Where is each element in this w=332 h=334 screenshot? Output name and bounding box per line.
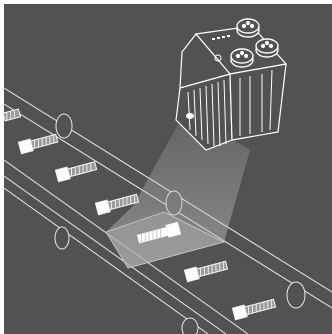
connector [256,39,278,57]
bolt [4,109,20,121]
bolt [18,132,58,153]
bolt [55,160,97,182]
bolt [232,297,276,319]
camera-side-face [230,64,286,140]
bolt [184,259,228,281]
illustration-panel [4,4,332,334]
roller [182,318,198,334]
roller [287,282,305,308]
roller [55,227,69,249]
connector [237,19,259,37]
machine-vision-illustration [4,4,332,334]
connector [231,49,253,67]
camera-lens [186,113,194,119]
vision-camera [176,19,286,150]
roller [56,114,72,138]
